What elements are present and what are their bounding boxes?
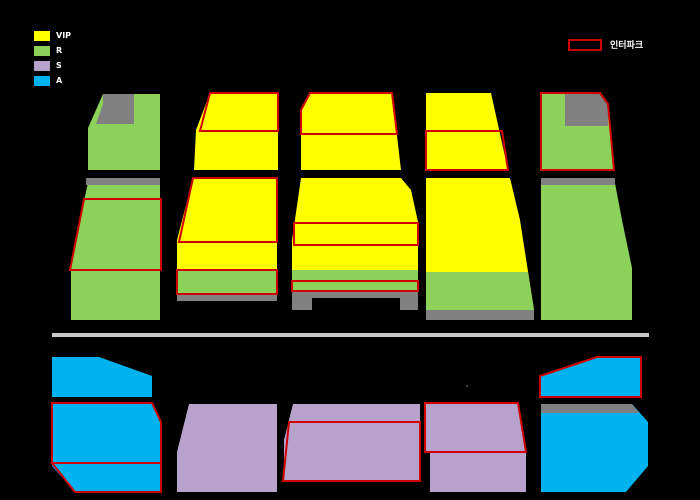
section-lower-center-right[interactable] <box>424 402 528 492</box>
section-lower-right-top[interactable] <box>539 356 642 398</box>
legend-item-a: A <box>34 73 71 88</box>
legend-label-a: A <box>56 76 63 85</box>
section-upper-center-top[interactable] <box>300 92 401 170</box>
legend-label-vip: VIP <box>56 31 72 40</box>
section-upper-center-left-top[interactable] <box>194 92 279 170</box>
legend-swatch-vip <box>34 30 50 41</box>
legend-swatch-s <box>34 60 50 71</box>
vendor-outline-swatch <box>568 38 602 51</box>
seat-grade-legend: VIP R S A <box>34 28 71 88</box>
section-upper-center-right-bottom[interactable] <box>426 178 534 320</box>
vendor-legend: 인터파크 <box>568 38 643 51</box>
section-upper-center-left-bottom[interactable] <box>176 177 278 301</box>
section-upper-right-top[interactable] <box>540 92 616 171</box>
floor-divider <box>52 333 649 337</box>
section-upper-right-bottom[interactable] <box>541 178 632 320</box>
legend-item-s: S <box>34 58 71 73</box>
legend-item-vip: VIP <box>34 28 71 43</box>
section-lower-left-bottom[interactable] <box>49 402 162 493</box>
vendor-legend-label: 인터파크 <box>610 41 644 51</box>
section-lower-center-left[interactable] <box>177 404 277 492</box>
legend-item-r: R <box>34 43 71 58</box>
legend-swatch-a <box>34 75 50 86</box>
section-upper-center-right-top[interactable] <box>425 93 510 171</box>
legend-label-r: R <box>56 46 63 55</box>
floor-marker-dot <box>466 385 468 387</box>
section-upper-left-bottom[interactable] <box>68 178 162 320</box>
section-upper-center-bottom[interactable] <box>291 178 419 310</box>
section-upper-left-top[interactable] <box>88 94 160 170</box>
section-lower-left-top[interactable] <box>52 357 152 397</box>
legend-label-s: S <box>56 61 62 70</box>
section-lower-center[interactable] <box>281 404 421 482</box>
legend-swatch-r <box>34 45 50 56</box>
section-lower-right-bottom[interactable] <box>541 404 648 492</box>
